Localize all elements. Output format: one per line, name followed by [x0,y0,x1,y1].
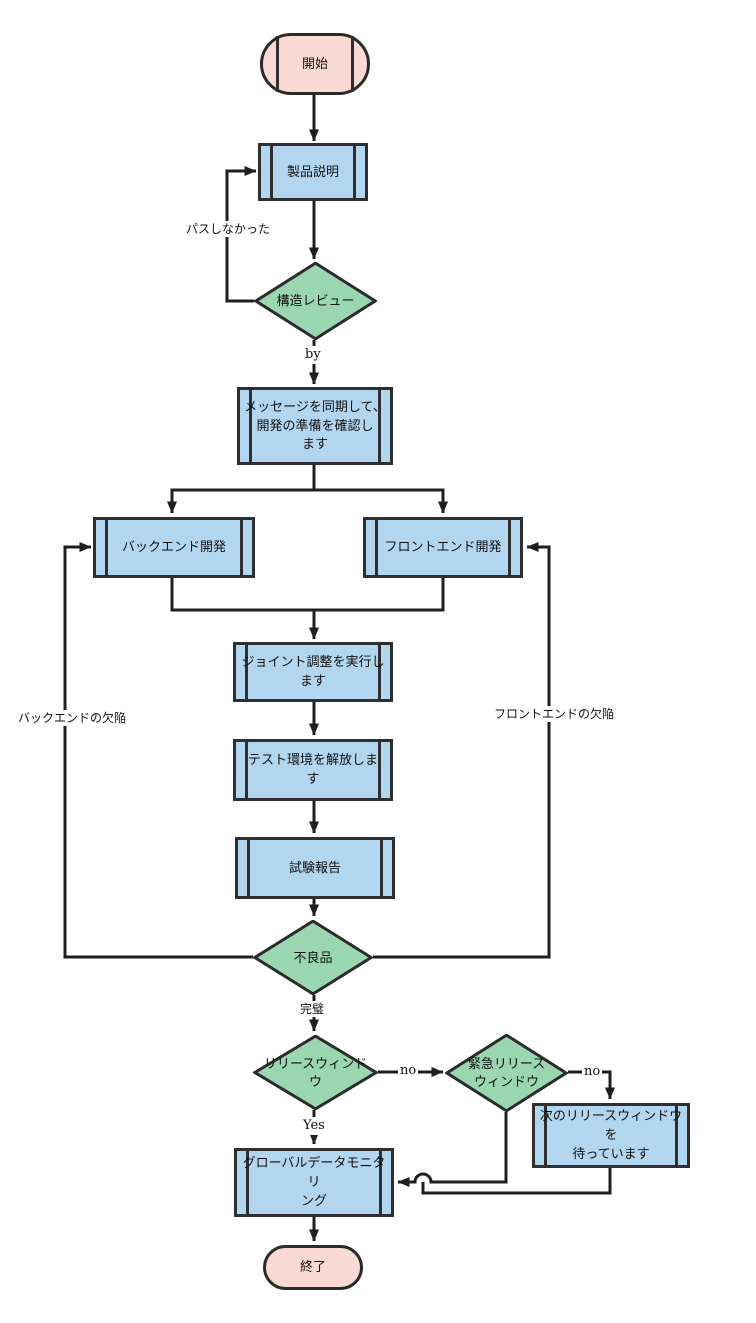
diamond-shape [445,1034,568,1112]
node-frontend-dev: フロントエンド開発 [363,517,523,578]
subroutine-bar-right [378,390,381,462]
subroutine-bar-left [270,146,273,198]
joint-adjust-label: ジョイント調整を実行し ます [241,654,385,688]
node-defective: 不良品 [253,920,373,995]
node-test-report: 試験報告 [235,837,395,899]
subroutine-bar-right [353,146,356,198]
wait-next-window-label: 次のリリースウィンドウを 待っています [539,1108,683,1161]
edge-label-by: by [303,346,323,364]
node-end: 終了 [263,1245,363,1290]
node-joint-adjust: ジョイント調整を実行し ます [233,642,393,702]
subroutine-bar-left [249,390,252,462]
subroutine-bar-right [379,1151,382,1214]
edge-sync-to-backend [167,465,316,514]
node-wait-next-window: 次のリリースウィンドウを 待っています [532,1103,690,1168]
subroutine-bar-right [508,520,511,575]
edge-label-no-urgent: no [582,1063,603,1081]
node-urgent-release-window: 緊急リリース ウィンドウ [445,1034,568,1112]
node-backend-dev: バックエンド開発 [93,517,255,578]
structure-review-label: 構造レビュー [276,293,355,309]
edge-backend-defect-loop [63,542,253,959]
edge-sync-to-frontend [314,488,448,514]
subroutine-bar-left [544,1106,547,1165]
backend-dev-label: バックエンド開発 [121,539,226,555]
edge-label-no-release: no [398,1062,419,1080]
subroutine-bar-left [245,742,248,798]
start-label: 開始 [301,55,328,71]
sync-message-label: メッセージを同期して、 開発の準備を確認し ます [244,398,386,452]
node-release-test-env: テスト環境を解放しま す [233,739,393,801]
node-start: 開始 [260,33,370,95]
subroutine-bar-left [247,840,250,896]
diamond-shape [253,1035,378,1110]
subroutine-bar-left [245,645,248,699]
subroutine-bar-right [378,742,381,798]
frontend-dev-label: フロントエンド開発 [384,539,502,555]
node-global-data-monitoring: グローバルデータモニタリ ング [234,1148,394,1217]
urgent-release-window-label: 緊急リリース ウィンドウ [467,1056,546,1089]
edge-urgent-to-global [397,1112,508,1187]
edge-label-perfect: 完璧 [298,1001,327,1018]
subroutine-bar-left [375,520,378,575]
terminal-bar-right [351,36,354,92]
node-release-window: リリースウィンド ウ [253,1035,378,1110]
node-product-description: 製品説明 [258,143,368,201]
edge-label-yes: Yes [301,1117,327,1135]
edge-dev-merge [170,578,445,612]
global-data-monitoring-label: グローバルデータモニタリ ング [242,1155,386,1208]
test-report-label: 試験報告 [288,859,341,875]
diamond-shape [253,920,373,995]
edge-label-not-passed: パスしなかった [184,221,273,238]
subroutine-bar-right [380,840,383,896]
node-sync-message: メッセージを同期して、 開発の準備を確認し ます [237,387,393,465]
node-structure-review: 構造レビュー [254,262,377,340]
edge-frontend-defect-loop [373,542,551,959]
product-description-label: 製品説明 [286,163,339,179]
release-test-env-label: テスト環境を解放しま す [247,752,378,786]
defective-label: 不良品 [293,949,333,965]
edge-label-backend-defect: バックエンドの欠陥 [16,710,129,727]
subroutine-bar-left [105,520,108,575]
subroutine-bar-right [240,520,243,575]
release-window-label: リリースウィンド ウ [263,1055,368,1089]
subroutine-bar-left [246,1151,249,1214]
edge-wait-to-global [421,1168,612,1195]
terminal-bar-left [276,36,279,92]
end-label: 終了 [299,1259,326,1275]
subroutine-bar-right [378,645,381,699]
subroutine-bar-right [675,1106,678,1165]
diamond-shape [254,262,377,340]
edge-label-frontend-defect: フロントエンドの欠陥 [492,706,617,723]
